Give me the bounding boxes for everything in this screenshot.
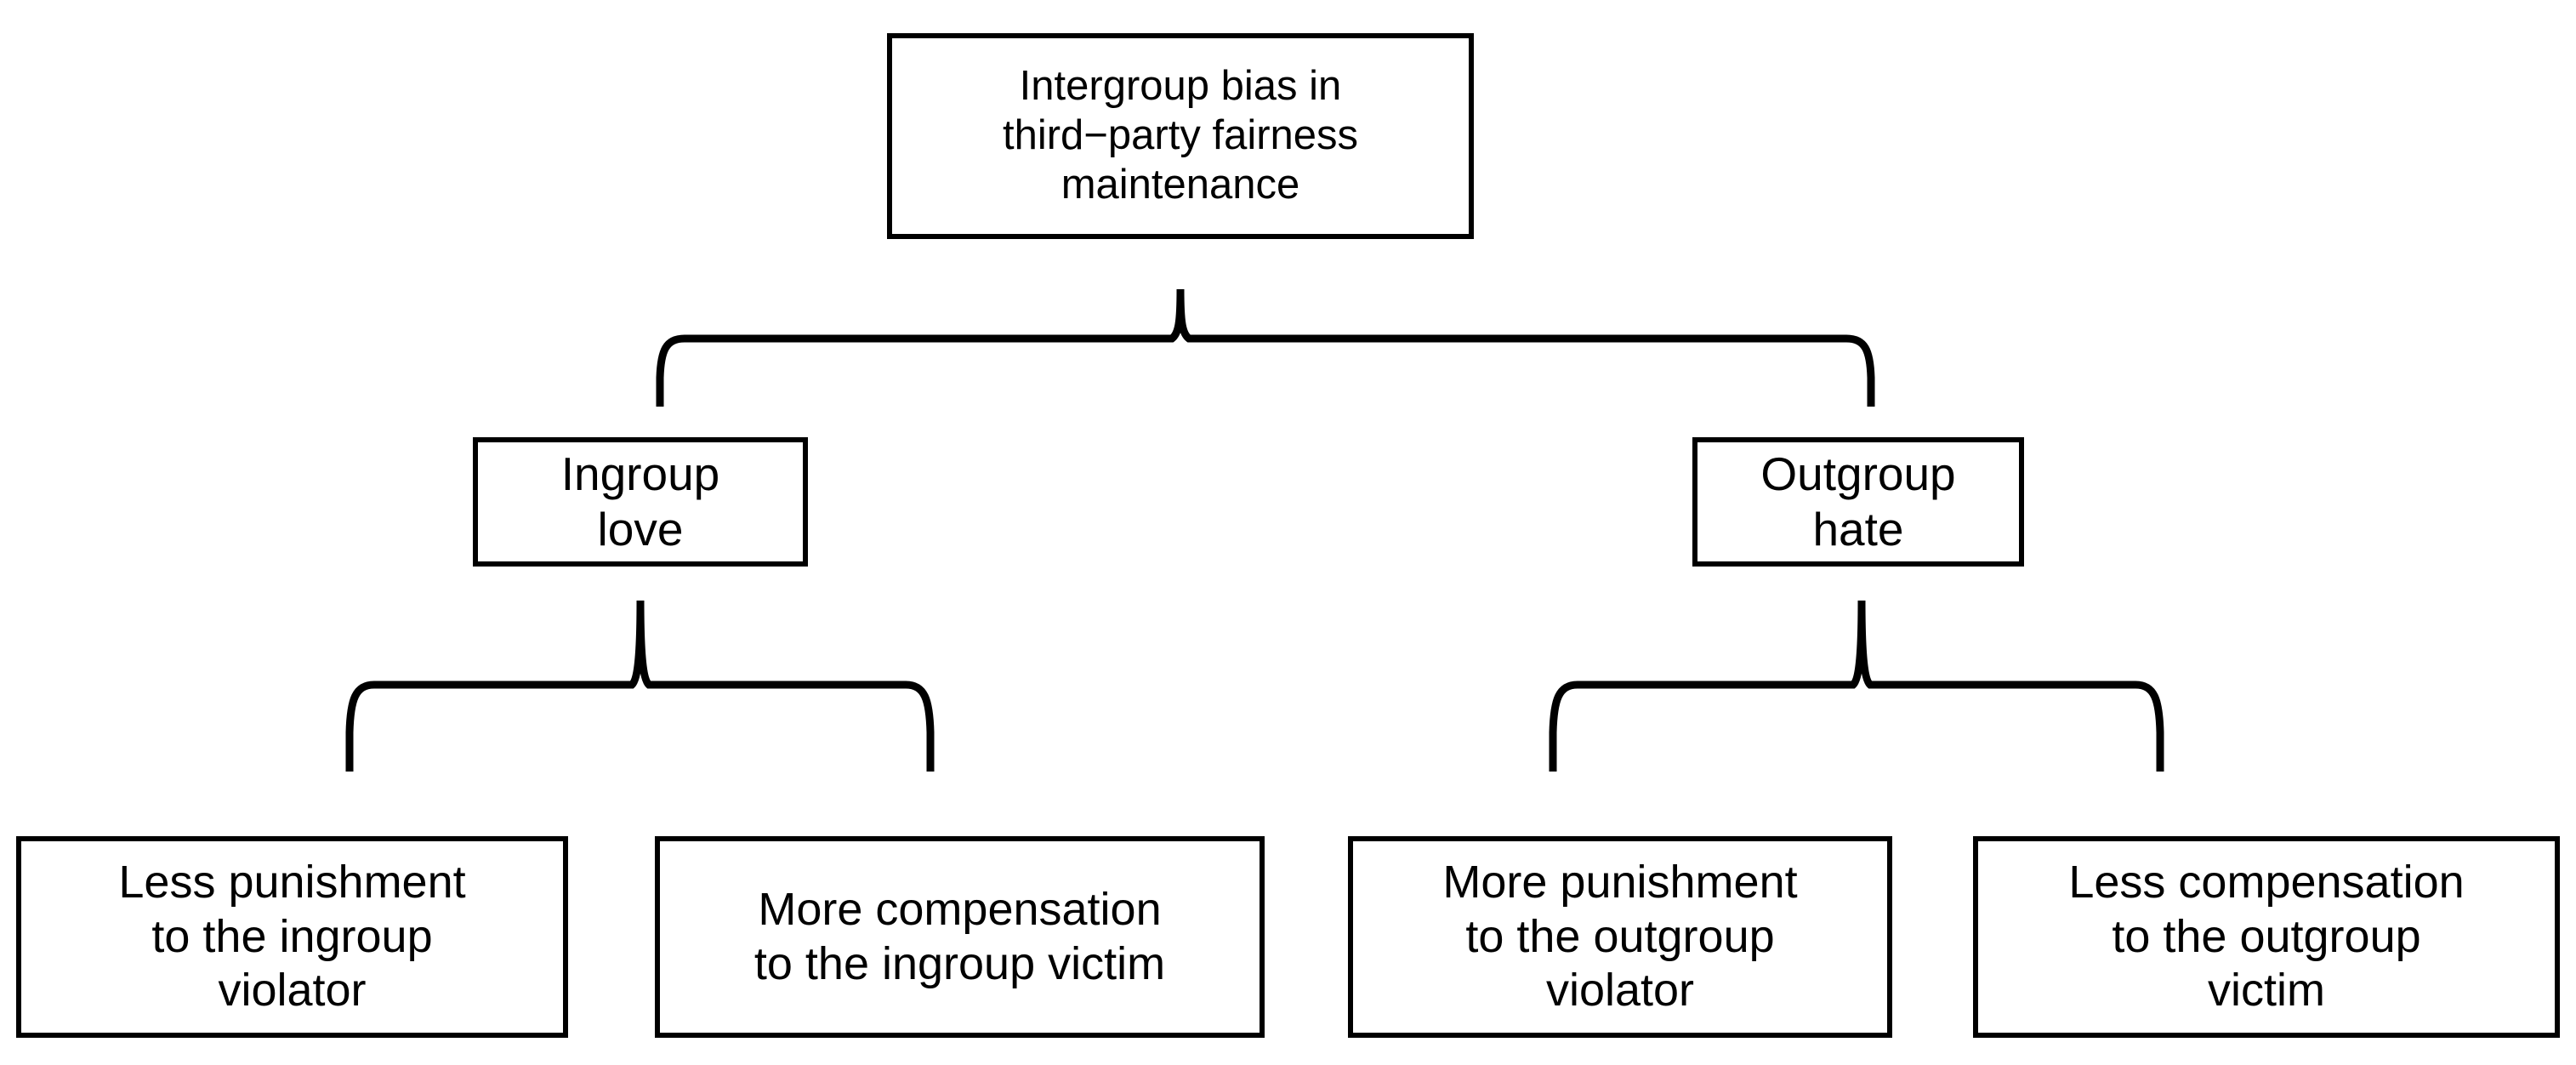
node-less-compensation-outgroup-victim: Less compensation to the outgroup victim <box>1973 836 2560 1038</box>
brace-outgroup-hate-to-leaves <box>1549 600 2164 772</box>
brace-root-to-level2 <box>656 288 1875 407</box>
node-more-punishment-outgroup-violator: More punishment to the outgroup violator <box>1348 836 1892 1038</box>
brace-ingroup-love-to-leaves <box>345 600 935 772</box>
node-less-punishment-ingroup-violator: Less punishment to the ingroup violator <box>16 836 568 1038</box>
node-more-compensation-ingroup-victim: More compensation to the ingroup victim <box>655 836 1265 1038</box>
node-ingroup-love: Ingroup love <box>473 437 808 567</box>
node-outgroup-hate: Outgroup hate <box>1692 437 2024 567</box>
root-node: Intergroup bias in third−party fairness … <box>887 33 1474 239</box>
